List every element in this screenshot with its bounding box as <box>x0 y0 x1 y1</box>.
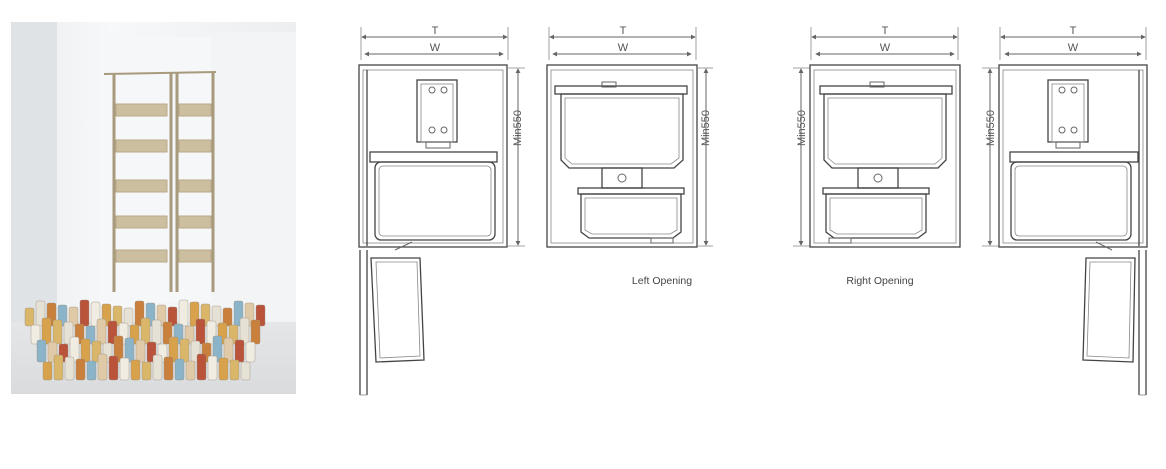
dim-t-label: T <box>432 25 439 37</box>
grocery-item <box>52 319 63 345</box>
grocery-item <box>53 354 64 381</box>
grocery-item <box>124 337 135 363</box>
grocery-item <box>223 337 234 363</box>
grocery-item <box>123 307 134 327</box>
rack-frame <box>103 71 217 292</box>
dim-t-label: T <box>1070 25 1077 37</box>
grocery-item <box>135 339 146 363</box>
dim-min-depth-label: Min550 <box>512 110 524 146</box>
grocery-item <box>196 353 207 381</box>
grocery-item <box>185 360 196 381</box>
drawing-3-right-opening: T W Min550 Right Opening <box>793 25 961 287</box>
grocery-item <box>79 299 90 327</box>
grocery-item <box>222 307 233 327</box>
dim-t-label: T <box>882 25 889 37</box>
rack-shelves <box>115 103 212 263</box>
dim-t-label: T <box>620 25 627 37</box>
grocery-item <box>41 317 52 345</box>
grocery-item <box>151 319 162 345</box>
dim-min-depth-label: Min550 <box>700 110 712 146</box>
rack-shelf <box>178 215 212 229</box>
grocery-item <box>218 357 229 381</box>
grocery-item <box>195 318 206 345</box>
technical-drawings: T W <box>358 25 1148 396</box>
grocery-item <box>64 356 75 381</box>
grocery-item <box>30 324 41 345</box>
grocery-item <box>174 358 185 381</box>
rack-shelf <box>115 249 168 263</box>
grocery-item <box>96 318 107 345</box>
rack-shelf <box>178 179 212 193</box>
grocery-item <box>212 335 223 363</box>
grocery-item <box>245 341 256 363</box>
grocery-item <box>140 317 151 345</box>
grocery-item <box>75 358 86 381</box>
grocery-item <box>119 357 130 381</box>
grocery-item <box>42 361 53 381</box>
grocery-item <box>163 356 174 381</box>
rack-shelf <box>178 249 212 263</box>
grocery-item <box>240 361 251 381</box>
rack-shelf <box>115 103 168 117</box>
grocery-item <box>69 336 80 363</box>
grocery-item <box>80 338 91 363</box>
pantry-rack-photo <box>11 22 296 394</box>
drawing-4-swing-out-right: T W Min550 <box>982 25 1148 396</box>
grocery-item <box>36 339 47 363</box>
dim-w-label: W <box>1068 42 1079 54</box>
grocery-item <box>86 360 97 381</box>
dim-min-depth-label: Min550 <box>796 110 808 146</box>
caption-right-opening: Right Opening <box>846 275 913 287</box>
rack-shelf <box>115 215 168 229</box>
grocery-item <box>179 338 190 363</box>
grocery-item <box>68 306 79 327</box>
grocery-item <box>229 359 240 381</box>
grocery-item <box>130 359 141 381</box>
grocery-item <box>239 317 250 345</box>
grocery-item <box>152 354 163 381</box>
drawing-2-left-opening: T W Min550 Left Opening <box>546 25 713 287</box>
grocery-item <box>207 355 218 381</box>
grocery-item <box>168 336 179 363</box>
grocery-item <box>234 339 245 363</box>
grocery-item <box>141 361 152 381</box>
grocery-item <box>167 306 178 327</box>
grocery-item <box>178 299 189 327</box>
rack-shelf <box>178 139 212 153</box>
grocery-item <box>108 355 119 381</box>
rack-shelf <box>178 103 212 117</box>
grocery-item <box>24 307 35 327</box>
grocery-item <box>113 335 124 363</box>
caption-left-opening: Left Opening <box>632 275 692 287</box>
dim-w-label: W <box>430 42 441 54</box>
grocery-item <box>250 319 261 345</box>
dim-min-depth-label: Min550 <box>985 110 997 146</box>
drawing-1-swing-out-left: T W <box>358 25 525 396</box>
grocery-items <box>24 299 266 381</box>
dim-w-label: W <box>880 42 891 54</box>
rack-shelf <box>115 139 168 153</box>
rack-shelf <box>115 179 168 193</box>
grocery-item <box>97 353 108 381</box>
dim-w-label: W <box>618 42 629 54</box>
